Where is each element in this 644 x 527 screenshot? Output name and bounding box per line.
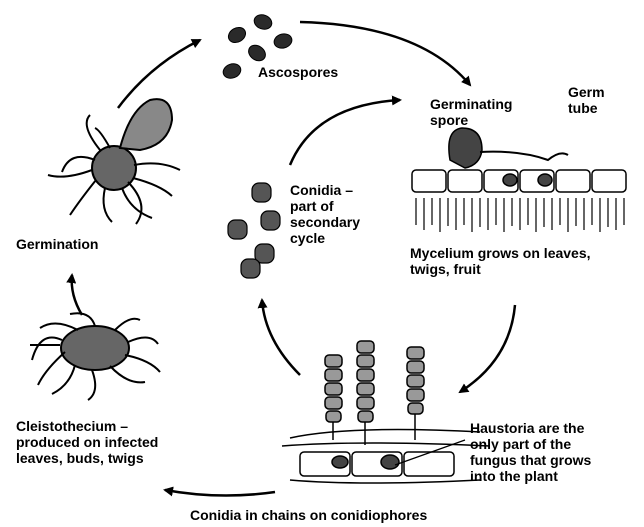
arrow-germination-to-ascospores xyxy=(118,40,200,108)
arrow-conidiophores-to-conidia xyxy=(262,300,300,375)
arrow-mycelium-to-haustoria xyxy=(460,305,515,392)
germinating-cleistothecium-illustration xyxy=(48,99,180,224)
label-germ-tube: Germ tube xyxy=(568,84,605,116)
label-conidia-secondary: Conidia – part of secondary cycle xyxy=(290,182,360,246)
arrow-conidia-to-germinating-spore xyxy=(290,100,400,165)
germinating-spore-illustration xyxy=(412,128,626,232)
label-germinating-spore: Germinating spore xyxy=(430,96,512,128)
label-conidiophores: Conidia in chains on conidiophores xyxy=(190,507,427,523)
arrow-conidiophores-to-cleistothecium xyxy=(165,490,275,496)
label-haustoria: Haustoria are the only part of the fungu… xyxy=(470,420,591,484)
label-ascospores: Ascospores xyxy=(258,64,338,80)
label-cleistothecium: Cleistothecium – produced on infected le… xyxy=(16,418,158,466)
cleistothecium-illustration xyxy=(30,313,160,400)
conidiophores-illustration xyxy=(282,341,490,483)
conidia-illustration xyxy=(228,183,280,278)
arrow-cleistothecium-to-germination xyxy=(72,275,82,315)
label-germination: Germination xyxy=(16,236,98,252)
label-mycelium: Mycelium grows on leaves, twigs, fruit xyxy=(410,245,591,277)
